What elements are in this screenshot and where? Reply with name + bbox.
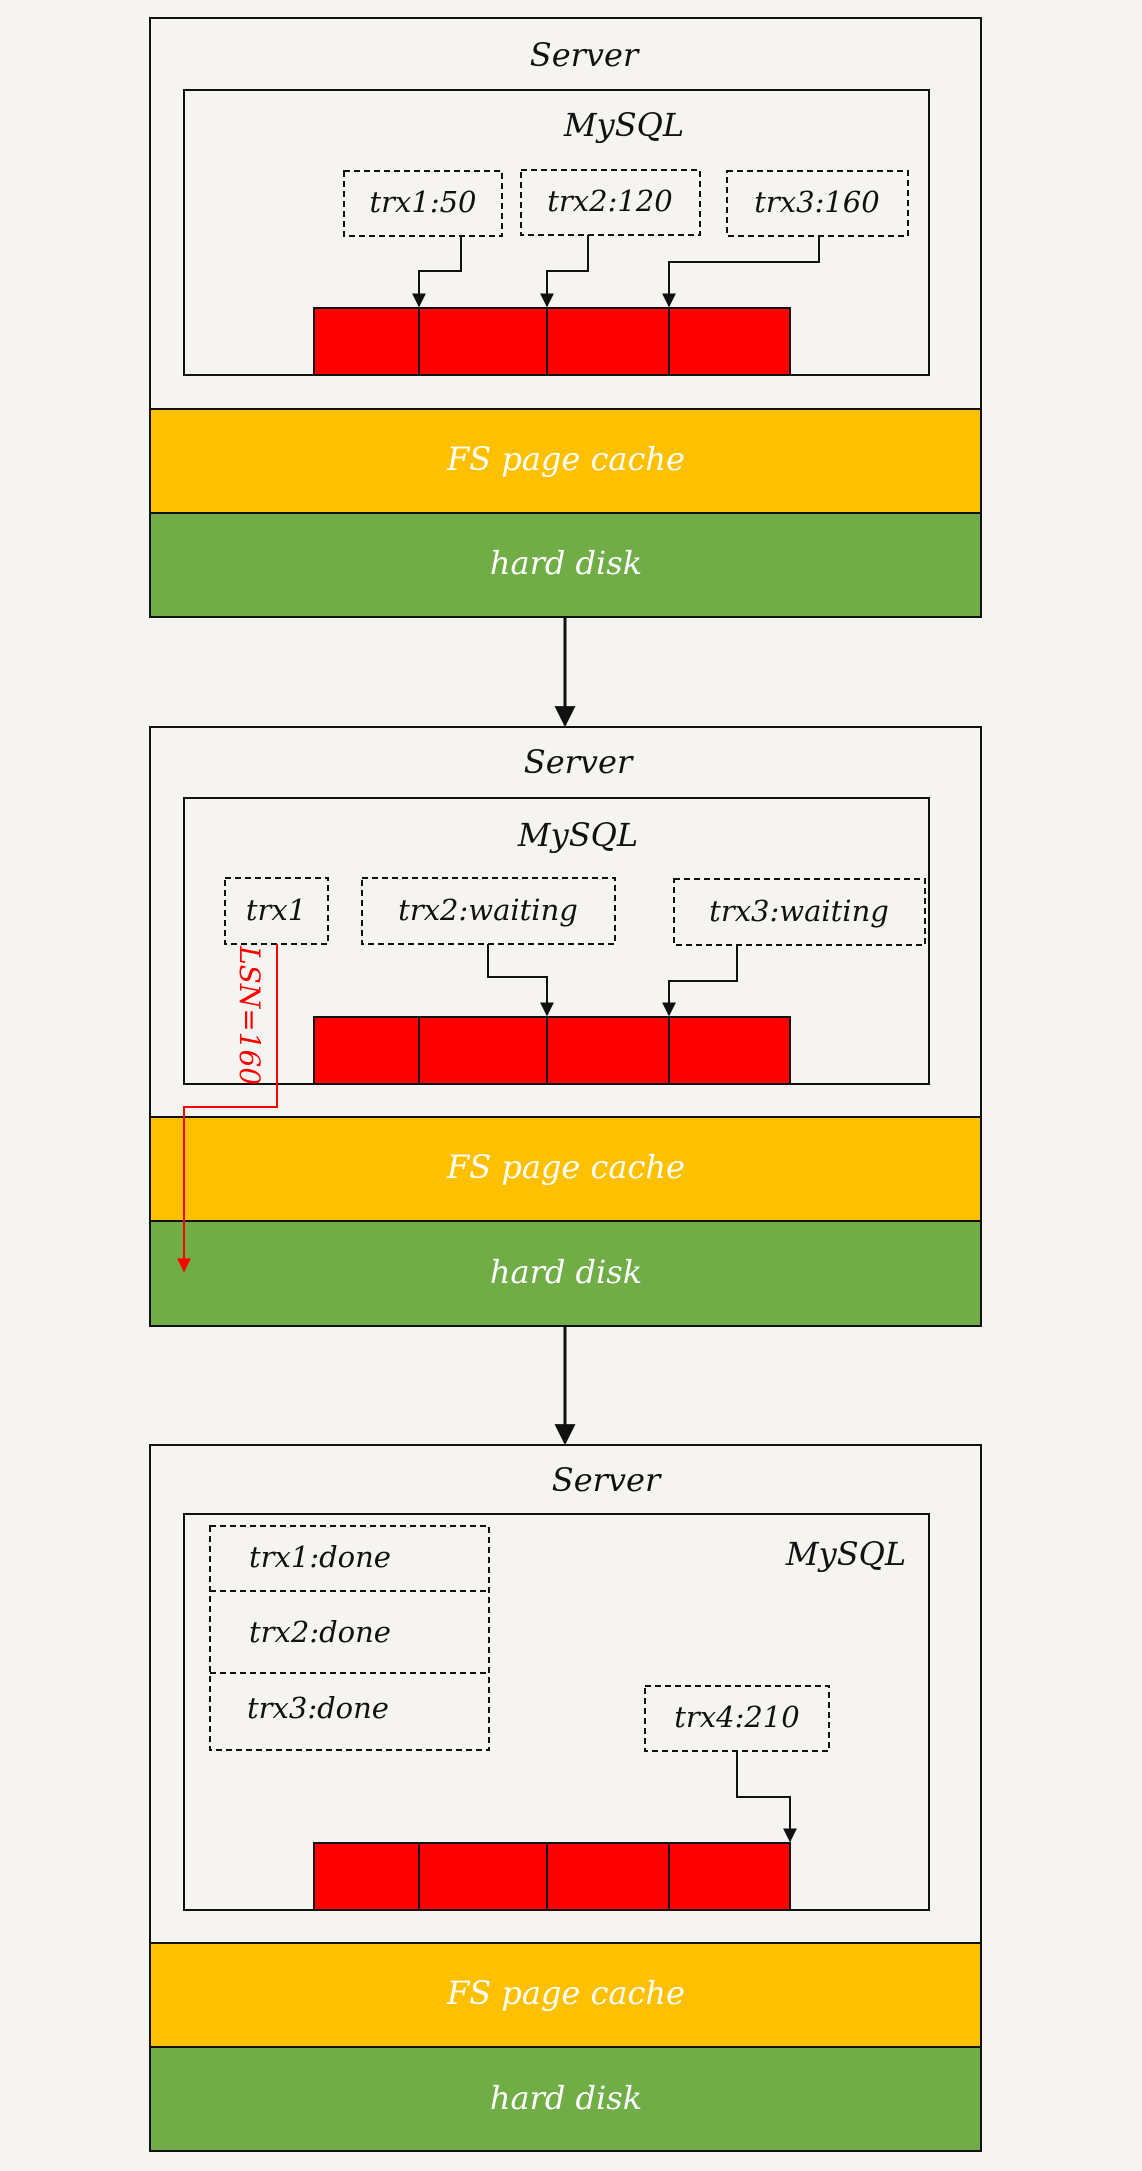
trx-box: trx2:120	[520, 169, 701, 236]
page-cache-label: FS page cache	[446, 1974, 685, 2012]
done-label: trx2:done	[249, 1615, 391, 1649]
page-cache-layer	[149, 1116, 982, 1222]
arrow	[540, 235, 589, 308]
trx-label: trx1	[246, 893, 306, 927]
panel-3: Server MySQL trx1:done trx2:done trx3:do…	[149, 1444, 982, 2152]
arrow	[487, 944, 554, 1017]
page-cache-label: FS page cache	[446, 1148, 685, 1186]
panel-2: Server MySQL trx1 trx2:waiting trx3:wait…	[149, 726, 982, 1327]
server-label: Server	[552, 1461, 662, 1499]
mysql-label: MySQL	[517, 816, 638, 854]
trx-box: trx3:waiting	[673, 878, 926, 946]
arrow	[662, 945, 738, 1017]
done-label: trx1:done	[249, 1540, 391, 1574]
hard-disk-label: hard disk	[490, 1253, 642, 1291]
trx-box: trx3:160	[726, 170, 909, 237]
panel-1: Server MySQL trx1:50 trx2:120 trx3:160 F…	[149, 17, 982, 618]
log-buffer	[313, 1016, 791, 1085]
trx-box: trx2:waiting	[361, 877, 616, 945]
trx-label: trx4:210	[674, 1700, 799, 1734]
trx-label: trx3:160	[754, 185, 879, 219]
trx-box: trx4:210	[644, 1685, 830, 1752]
arrow	[412, 236, 462, 308]
arrow	[736, 1751, 797, 1843]
server-label: Server	[530, 36, 640, 74]
mysql-label: MySQL	[785, 1535, 906, 1573]
trx-label: trx3:waiting	[709, 894, 889, 928]
arrow	[662, 236, 820, 308]
lsn-flush-arrow	[177, 944, 278, 1273]
mysql-label: MySQL	[563, 106, 684, 144]
trx-box: trx1	[224, 877, 329, 945]
hard-disk-layer	[149, 1220, 982, 1327]
done-list: trx1:done trx2:done trx3:done	[209, 1525, 490, 1751]
trx-label: trx2:waiting	[398, 893, 578, 927]
trx-box: trx1:50	[343, 170, 503, 237]
log-buffer	[313, 307, 791, 376]
log-buffer	[313, 1842, 791, 1911]
hard-disk-label: hard disk	[490, 2079, 642, 2117]
lsn-label: LSN=160	[233, 945, 266, 1085]
hard-disk-layer	[149, 2046, 982, 2152]
page-cache-label: FS page cache	[446, 440, 685, 478]
trx-label: trx2:120	[547, 184, 672, 218]
done-label: trx3:done	[247, 1691, 389, 1725]
trx-label: trx1:50	[370, 185, 477, 219]
hard-disk-label: hard disk	[490, 544, 642, 582]
server-label: Server	[524, 743, 634, 781]
hard-disk-layer	[149, 512, 982, 618]
